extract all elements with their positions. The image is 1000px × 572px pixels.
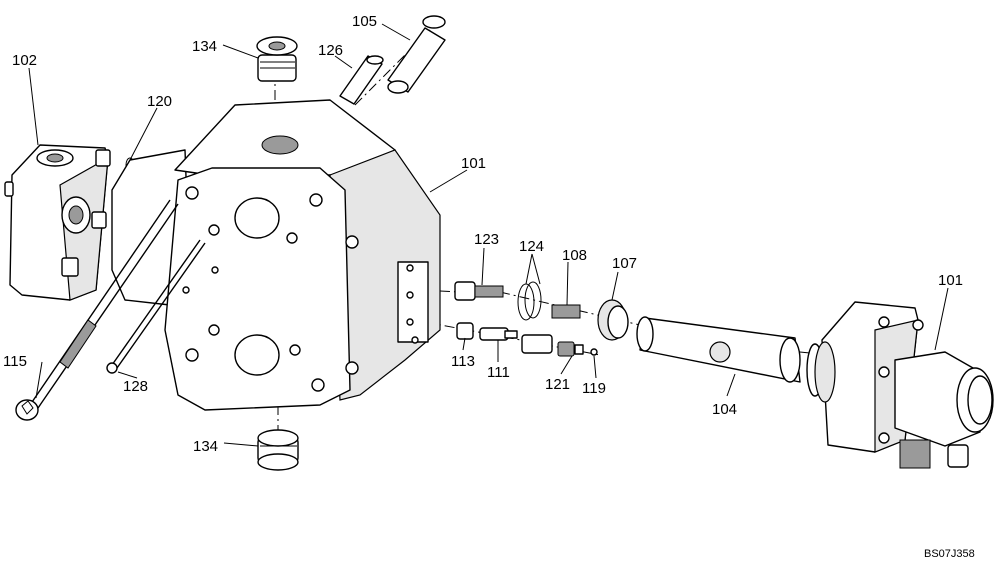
callout-120: 120 [147, 93, 172, 110]
part-111-poppet [479, 327, 518, 341]
callout-119: 119 [582, 380, 606, 397]
callout-121: 121 [545, 376, 570, 393]
callout-128: 128 [123, 378, 148, 395]
part-101-main-housing [111, 99, 441, 411]
part-104-tube [636, 316, 801, 383]
part-124-rings [517, 281, 542, 321]
callout-107: 107 [612, 255, 637, 272]
callout-126: 126 [318, 42, 343, 59]
part-102-end-cover [4, 144, 111, 301]
callout-115: 115 [3, 353, 27, 370]
callout-113: 113 [451, 353, 475, 370]
callout-105: 105 [352, 13, 377, 30]
part-108-spring [551, 304, 581, 319]
callout-123: 123 [474, 231, 499, 248]
callout-134-bottom: 134 [193, 438, 218, 455]
callout-124: 124 [519, 238, 544, 255]
part-cylinder-small [521, 334, 553, 354]
part-128-rod [106, 239, 206, 374]
part-123-bolt [454, 281, 504, 301]
callout-111: 111 [487, 364, 510, 381]
part-115-tie-bolt [15, 199, 179, 421]
callout-101-valve: 101 [938, 272, 963, 289]
part-105-spool [387, 15, 446, 94]
part-126-pin [339, 55, 384, 105]
callout-108: 108 [562, 247, 587, 264]
part-119-ball [590, 348, 598, 356]
part-121-seat [557, 341, 584, 357]
leader-lines [28, 23, 949, 447]
part-113-cup [456, 322, 474, 340]
part-101-valve-unit [806, 301, 994, 469]
callout-labels: 105 134 126 102 120 101 123 124 108 107 … [3, 13, 975, 560]
callout-101-housing: 101 [461, 155, 486, 172]
callout-134-top: 134 [192, 38, 217, 55]
callout-102: 102 [12, 52, 37, 69]
part-134-bottom-plug [257, 429, 299, 471]
callout-104: 104 [712, 401, 737, 418]
part-107-sleeve [597, 299, 629, 341]
part-134-top-plug [256, 36, 298, 82]
drawing-code: BS07J358 [924, 548, 975, 560]
